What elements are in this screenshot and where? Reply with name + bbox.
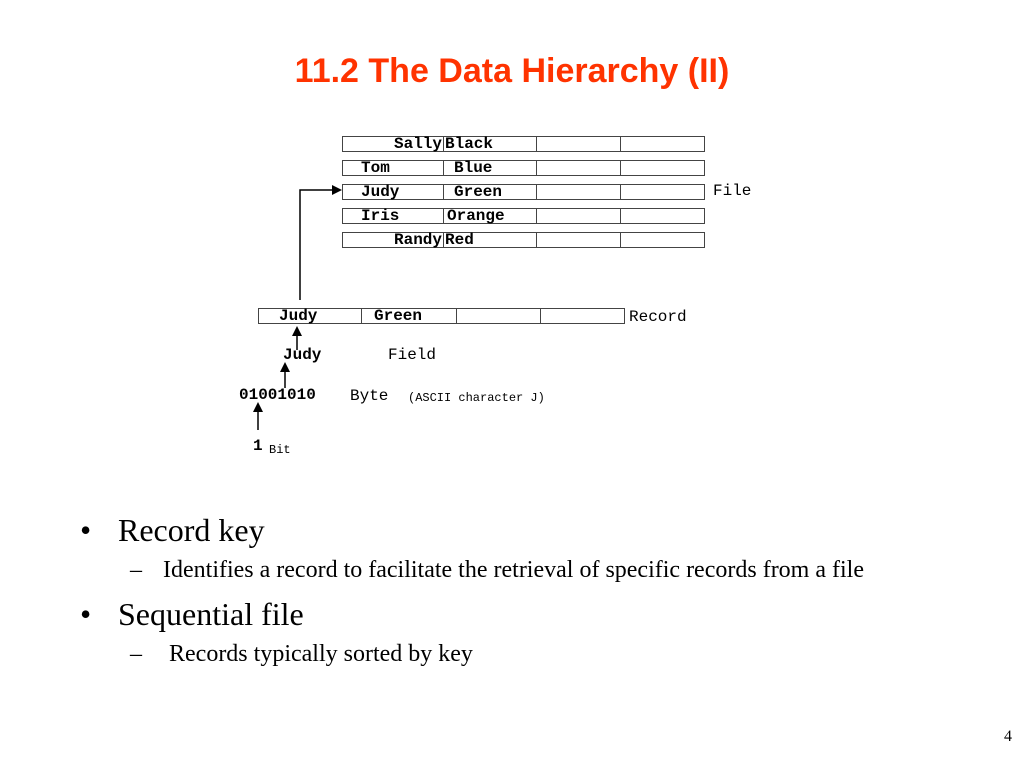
file-cell	[620, 208, 705, 224]
file-row: Tom Blue	[342, 160, 705, 176]
bullet-mark: •	[80, 512, 92, 548]
byte-label: Byte	[350, 387, 389, 405]
record-row: Judy Green	[258, 308, 625, 324]
file-cell	[536, 136, 621, 152]
file-cell: Blue	[443, 160, 537, 176]
sub-bullet-mark: –	[130, 641, 142, 667]
sub-bullet-item: – Identifies a record to facilitate the …	[78, 556, 958, 584]
file-table: Sally Black Tom Blue Judy Green Iris Ora…	[342, 136, 705, 248]
field-value: Judy	[283, 346, 322, 364]
file-cell	[620, 136, 705, 152]
file-cell: Tom	[342, 160, 444, 176]
file-row: Randy Red	[342, 232, 705, 248]
file-cell: Red	[443, 232, 537, 248]
file-cell	[536, 184, 621, 200]
record-table: Judy Green	[258, 308, 625, 324]
bullet-text: Record key	[118, 512, 265, 548]
record-cell	[540, 308, 625, 324]
bullet-list: • Record key – Identifies a record to fa…	[78, 510, 958, 678]
file-cell: Randy	[342, 232, 444, 248]
page-number: 4	[1004, 728, 1012, 745]
file-cell	[536, 232, 621, 248]
file-cell: Orange	[443, 208, 537, 224]
record-cell: Green	[361, 308, 457, 324]
file-cell	[620, 232, 705, 248]
file-cell: Judy	[342, 184, 444, 200]
sub-bullet-text: Identifies a record to facilitate the re…	[163, 557, 864, 583]
byte-value: 01001010	[239, 386, 316, 404]
file-cell: Black	[443, 136, 537, 152]
record-cell	[456, 308, 541, 324]
bullet-text: Sequential file	[118, 596, 304, 632]
bit-value: 1	[253, 437, 263, 455]
sub-bullet-text: Records typically sorted by key	[169, 641, 473, 667]
bullet-mark: •	[80, 596, 92, 632]
file-row: Judy Green	[342, 184, 705, 200]
record-label: Record	[629, 308, 687, 326]
file-row: Iris Orange	[342, 208, 705, 224]
file-cell	[620, 184, 705, 200]
file-row: Sally Black	[342, 136, 705, 152]
file-cell	[536, 160, 621, 176]
sub-bullet-item: – Records typically sorted by key	[78, 640, 958, 668]
record-to-file-arrow	[299, 185, 342, 300]
file-cell: Green	[443, 184, 537, 200]
file-cell: Iris	[342, 208, 444, 224]
bit-label: Bit	[269, 443, 291, 457]
file-label: File	[713, 182, 752, 200]
sub-bullet-mark: –	[130, 557, 142, 583]
record-cell: Judy	[258, 308, 362, 324]
slide-title: 11.2 The Data Hierarchy (II)	[294, 52, 730, 90]
bullet-item: • Record key	[78, 510, 958, 550]
file-cell	[620, 160, 705, 176]
file-cell	[536, 208, 621, 224]
byte-note: (ASCII character J)	[408, 391, 545, 405]
field-label: Field	[388, 346, 437, 364]
file-cell: Sally	[342, 136, 444, 152]
bullet-item: • Sequential file	[78, 594, 958, 634]
